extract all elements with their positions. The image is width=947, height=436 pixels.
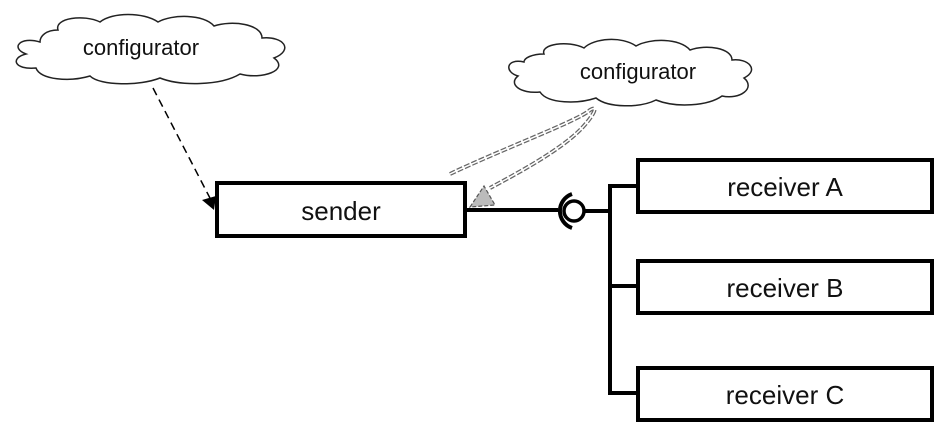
cloud-label: configurator <box>83 35 199 60</box>
configurator-cloud-2[interactable]: configurator <box>508 38 753 107</box>
arrowhead-icon <box>202 196 216 210</box>
triangle-arrowhead-icon <box>468 184 496 208</box>
receiver-label: receiver C <box>726 380 844 410</box>
socket-icon <box>557 192 573 230</box>
sender-component[interactable]: sender <box>215 181 467 238</box>
receiver-label: receiver B <box>726 273 843 303</box>
cloud-shape <box>508 38 753 107</box>
sender-label: sender <box>301 196 381 226</box>
receiver-c-component[interactable]: receiver C <box>636 366 934 422</box>
receiver-a-component[interactable]: receiver A <box>636 158 934 214</box>
receiver-label: receiver A <box>727 172 843 202</box>
cloud-label: configurator <box>580 59 696 84</box>
lollipop-icon <box>562 199 586 223</box>
configurator-cloud-1[interactable]: configurator <box>15 13 286 85</box>
cloud-shape <box>15 13 286 85</box>
dashed-dependency-arrow <box>152 87 213 203</box>
configuration-loop-arrow-inner <box>449 107 596 189</box>
receiver-b-component[interactable]: receiver B <box>636 259 934 315</box>
